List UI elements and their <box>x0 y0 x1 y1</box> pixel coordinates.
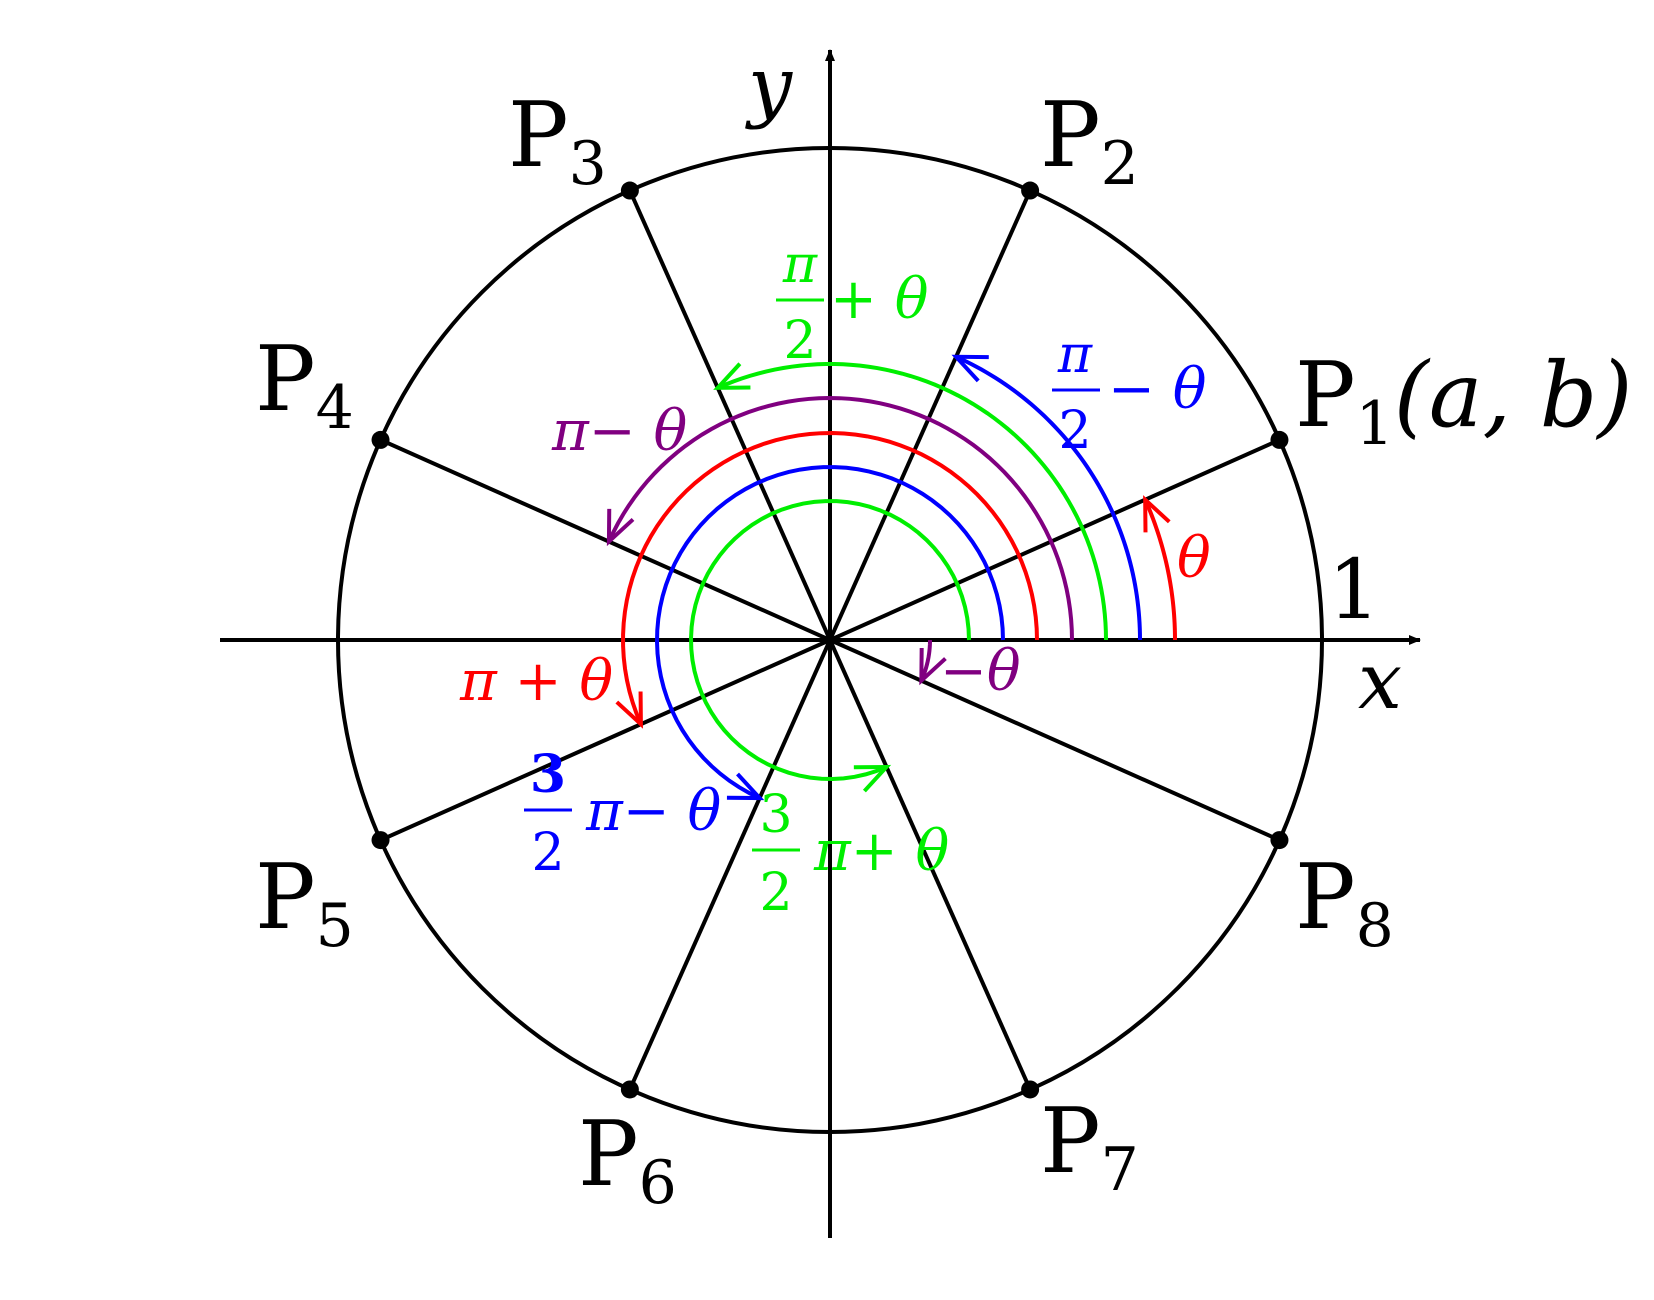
x-axis-label: x <box>1358 637 1402 727</box>
y-axis-label: y <box>745 41 793 131</box>
radius-line-p7 <box>828 639 1032 1091</box>
point-p5 <box>371 831 390 850</box>
angle-arcs <box>606 354 1177 801</box>
svg-text:2: 2 <box>783 311 816 371</box>
point-p4 <box>371 430 390 449</box>
point-label-p7: P7 <box>1040 1089 1139 1205</box>
point-p2 <box>1021 181 1040 200</box>
svg-text:P1(a, b): P1(a, b) <box>1295 343 1632 459</box>
point-label-p3: P3 <box>508 83 607 199</box>
arc-three-half-pi-plus-theta-arrowhead <box>853 764 892 793</box>
point-label-p5: P5 <box>255 845 354 961</box>
arc-neg-theta-arrowhead <box>919 647 947 686</box>
svg-text:P7: P7 <box>1040 1089 1139 1205</box>
svg-text:2: 2 <box>1058 401 1091 461</box>
label-half-pi-plus-theta: π 2 + θ <box>776 235 928 371</box>
svg-text:π− θ: π− θ <box>585 779 721 844</box>
point-label-p4: P4 <box>255 327 354 443</box>
point-p8 <box>1270 831 1289 850</box>
arc-half-pi-plus-theta-arrowhead <box>713 362 751 390</box>
arc-half-pi-plus-theta <box>716 362 1108 641</box>
radius-line-p1 <box>829 438 1281 642</box>
point-p1 <box>1270 430 1289 449</box>
arc-three-half-pi-plus-theta <box>689 499 971 781</box>
arc-three-half-pi-minus-theta <box>655 465 1005 800</box>
point-label-p6: P6 <box>578 1102 677 1218</box>
label-three-half-pi-plus-theta: 3 2 π+ θ <box>752 785 949 923</box>
label-neg-theta: −θ <box>940 639 1021 704</box>
point-p3 <box>620 181 639 200</box>
radius-label: 1 <box>1328 543 1380 638</box>
point-label-p1: P1(a, b) <box>1295 343 1632 459</box>
label-three-half-pi-minus-theta: 3 2 π− θ <box>524 744 721 883</box>
svg-text:P2: P2 <box>1040 83 1139 199</box>
arc-half-pi-minus-theta <box>955 354 1142 641</box>
svg-text:π: π <box>1057 325 1093 385</box>
radius-line-p2 <box>828 189 1032 641</box>
svg-text:2: 2 <box>759 863 792 923</box>
arc-pi-plus-theta-arrowhead <box>615 691 643 729</box>
point-label-p2: P2 <box>1040 83 1139 199</box>
svg-text:P3: P3 <box>508 83 607 199</box>
point-p6 <box>620 1080 639 1099</box>
svg-text:π+ θ: π+ θ <box>813 819 949 884</box>
radial-lines <box>379 189 1281 1091</box>
radius-line-p3 <box>628 189 832 641</box>
arc-half-pi-minus-theta-arrowhead <box>951 354 989 383</box>
label-pi-plus-theta: π + θ <box>459 649 613 714</box>
arc-theta <box>1143 498 1177 641</box>
svg-text:P8: P8 <box>1295 845 1394 961</box>
svg-text:3: 3 <box>530 744 566 805</box>
svg-text:P4: P4 <box>255 327 354 443</box>
svg-text:P5: P5 <box>255 845 354 961</box>
arc-pi-plus-theta <box>621 431 1039 725</box>
svg-text:+ θ: + θ <box>830 267 928 332</box>
radius-line-p5 <box>379 638 831 842</box>
svg-text:2: 2 <box>531 823 564 883</box>
arc-three-half-pi-minus-theta-arrowhead <box>726 772 765 801</box>
svg-text:− θ: − θ <box>1108 357 1206 422</box>
label-theta: θ <box>1177 526 1211 591</box>
circle-points <box>371 181 1289 1099</box>
label-pi-minus-theta: π− θ <box>551 399 687 464</box>
svg-text:3: 3 <box>759 785 792 845</box>
label-half-pi-minus-theta: π 2 − θ <box>1052 325 1206 461</box>
svg-text:π: π <box>782 235 818 295</box>
point-p7 <box>1021 1080 1040 1099</box>
arc-neg-theta <box>919 640 932 682</box>
point-label-p8: P8 <box>1295 845 1394 961</box>
arc-pi-minus-theta-arrowhead <box>606 508 635 547</box>
arc-theta-arrowhead <box>1143 495 1171 533</box>
radius-line-p4 <box>379 438 831 642</box>
arc-pi-minus-theta <box>607 395 1074 641</box>
svg-text:P6: P6 <box>578 1102 677 1218</box>
radius-line-p8 <box>829 638 1281 842</box>
unit-circle <box>336 146 1324 1134</box>
radius-line-p6 <box>628 639 832 1091</box>
